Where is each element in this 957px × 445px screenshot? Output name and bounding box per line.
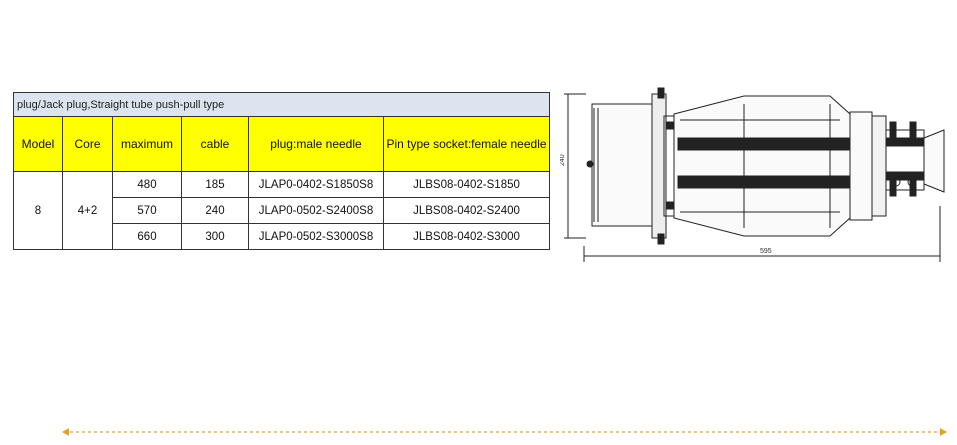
body-rib [677,175,851,189]
header-model: Model [13,116,63,172]
cell-plug: JLAP0-0502-S3000S8 [248,223,384,250]
cell-cable: 240 [181,197,249,224]
body-rib [677,137,851,151]
side-knob [586,160,594,168]
cell-maximum: 570 [112,197,182,224]
cell-maximum: 660 [112,223,182,250]
height-dimension-label: 240 [560,154,566,166]
cell-socket: JLBS08-0402-S3000 [383,223,550,250]
dotted-nav-line [62,428,947,436]
cell-maximum: 480 [112,171,182,198]
table-row: 660 300 JLAP0-0502-S3000S8 JLBS08-0402-S… [14,223,550,250]
cell-socket: JLBS08-0402-S1850 [383,171,550,198]
header-maximum: maximum [112,116,182,172]
table-row: 8 4+2 480 185 JLAP0-0402-S1850S8 JLBS08-… [13,171,550,250]
header-plug: plug:male needle [248,116,384,172]
right-cylinder [849,111,873,221]
cell-plug: JLAP0-0402-S1850S8 [248,171,384,198]
cell-plug: JLAP0-0502-S2400S8 [248,197,384,224]
cell-model: 8 [13,171,63,250]
cell-cable: 300 [181,223,249,250]
connector-drawing: 240 595 [560,87,945,262]
cell-cable: 185 [181,171,249,198]
cell-core: 4+2 [62,171,113,250]
cell-socket: JLBS08-0402-S2400 [383,197,550,224]
table-row: 570 240 JLAP0-0502-S2400S8 JLBS08-0402-S… [14,197,550,224]
arrow-right-icon[interactable] [940,428,947,436]
header-cable: cable [181,116,249,172]
tapered-body [673,95,851,237]
table-header-row: Model Core maximum cable plug:male needl… [13,116,550,172]
header-core: Core [62,116,113,172]
length-dimension-label: 595 [760,248,772,255]
spec-table: plug/Jack plug,Straight tube push-pull t… [13,92,550,250]
table-title: plug/Jack plug,Straight tube push-pull t… [13,92,550,117]
table-title-row: plug/Jack plug,Straight tube push-pull t… [13,92,550,117]
arrow-left-icon[interactable] [62,428,69,436]
left-housing [591,103,655,227]
header-socket: Pin type socket:female needle [383,116,550,172]
